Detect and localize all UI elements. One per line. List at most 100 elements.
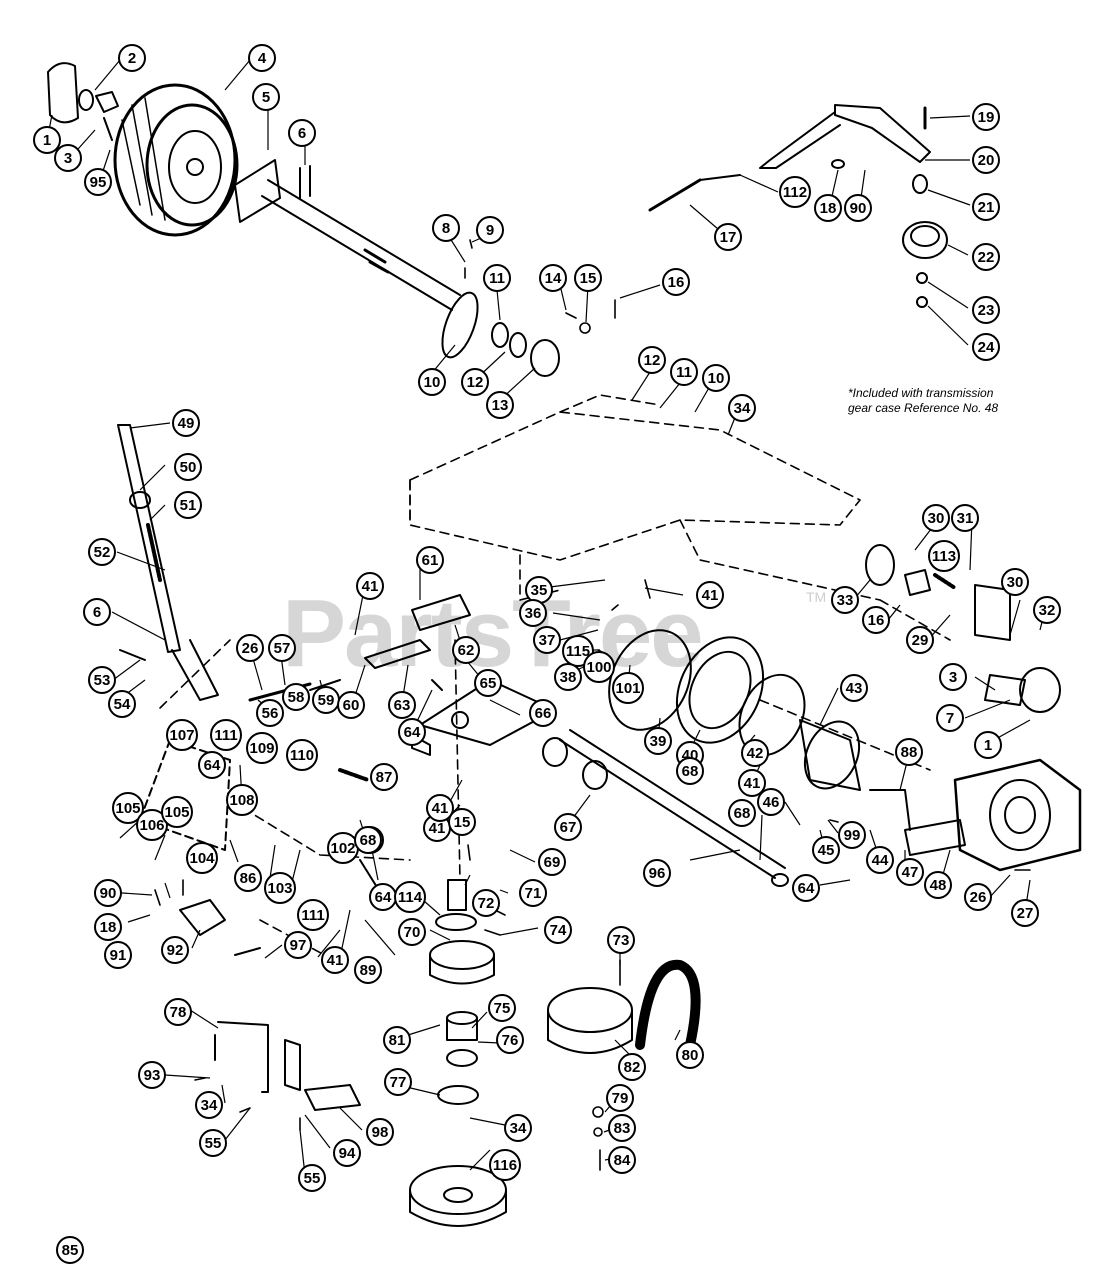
callout-83: 83 <box>608 1114 636 1142</box>
callout-circle <box>496 1026 524 1054</box>
callout-circle <box>896 858 924 886</box>
callout-number: 24 <box>978 339 995 356</box>
callout-86: 86 <box>234 864 262 892</box>
callout-56: 56 <box>256 699 284 727</box>
key <box>95 91 119 113</box>
callout-circle <box>924 871 952 899</box>
callout-circle <box>198 751 226 779</box>
callout-55: 55 <box>298 1164 326 1192</box>
callout-number: 68 <box>360 832 377 849</box>
callout-39: 39 <box>644 727 672 755</box>
callout-circle <box>226 784 258 816</box>
callout-circle <box>757 788 785 816</box>
callout-12: 12 <box>461 368 489 396</box>
callout-12: 12 <box>638 346 666 374</box>
callout-number: 110 <box>290 747 314 764</box>
callout-65: 65 <box>474 669 502 697</box>
callout-107: 107 <box>166 719 198 751</box>
callout-circle <box>489 1149 521 1181</box>
callout-circle <box>831 586 859 614</box>
callout-number: 72 <box>478 895 495 912</box>
callout-circle <box>284 931 312 959</box>
callout-number: 10 <box>708 370 725 387</box>
callout-circle <box>108 690 136 718</box>
callout-116: 116 <box>489 1149 521 1181</box>
callout-circle <box>895 738 923 766</box>
callout-106: 106 <box>136 809 168 841</box>
callout-97: 97 <box>284 931 312 959</box>
callout-number: 21 <box>978 199 995 216</box>
callout-number: 12 <box>644 352 661 369</box>
callout-4: 4 <box>248 44 276 72</box>
callout-circle <box>333 1139 361 1167</box>
callout-105: 105 <box>161 796 193 828</box>
callout-16: 16 <box>662 268 690 296</box>
callout-circle <box>288 119 316 147</box>
callout-number: 11 <box>676 364 692 381</box>
callout-31: 31 <box>951 504 979 532</box>
right-bearing-flange <box>865 544 1061 713</box>
callout-number: 54 <box>114 696 131 713</box>
callout-circle <box>461 368 489 396</box>
callout-number: 1 <box>43 132 51 149</box>
callout-80: 80 <box>676 1041 704 1069</box>
callout-29: 29 <box>906 626 934 654</box>
callout-number: 105 <box>164 804 189 821</box>
callout-34: 34 <box>195 1091 223 1119</box>
callout-circle <box>388 691 416 719</box>
callout-circle <box>844 194 872 222</box>
callout-number: 64 <box>375 889 392 906</box>
callout-circle <box>714 223 742 251</box>
callout-number: 84 <box>614 1152 631 1169</box>
callout-number: 44 <box>872 852 889 869</box>
callout-90: 90 <box>94 879 122 907</box>
callout-number: 104 <box>189 850 215 867</box>
footnote: *Included with transmission gear case Re… <box>848 386 1048 416</box>
callout-30: 30 <box>1001 568 1029 596</box>
callout-number: 113 <box>932 548 956 565</box>
shift-lever <box>117 424 219 701</box>
callout-67: 67 <box>554 813 582 841</box>
callout-circle <box>486 391 514 419</box>
callout-number: 90 <box>100 885 117 902</box>
callout-45: 45 <box>812 836 840 864</box>
bushing <box>78 89 94 111</box>
callout-32: 32 <box>1033 596 1061 624</box>
callout-number: 42 <box>747 745 764 762</box>
callout-number: 60 <box>343 697 360 714</box>
parts-line-art <box>47 62 1082 1227</box>
callout-number: 1 <box>984 737 992 754</box>
callout-number: 111 <box>214 727 237 744</box>
callout-85: 85 <box>56 1236 84 1264</box>
callout-75: 75 <box>488 994 516 1022</box>
callout-35: 35 <box>525 576 553 604</box>
callout-2: 2 <box>118 44 146 72</box>
callout-circle <box>519 599 547 627</box>
callout-circle <box>840 674 868 702</box>
callout-114: 114 <box>394 881 426 913</box>
callout-circle <box>606 1084 634 1112</box>
callout-number: 8 <box>442 220 450 237</box>
callout-number: 41 <box>432 800 449 817</box>
callout-50: 50 <box>174 453 202 481</box>
callout-circle <box>112 792 144 824</box>
callout-93: 93 <box>138 1061 166 1089</box>
callout-number: 73 <box>613 932 630 949</box>
callout-number: 71 <box>525 885 542 902</box>
footnote-line-2: gear case Reference No. 48 <box>848 401 999 415</box>
callout-79: 79 <box>606 1084 634 1112</box>
callout-number: 56 <box>262 705 279 722</box>
callout-81: 81 <box>383 1026 411 1054</box>
callout-72: 72 <box>472 889 500 917</box>
callout-circle <box>199 1129 227 1157</box>
callout-18: 18 <box>814 194 842 222</box>
callout-84: 84 <box>608 1146 636 1174</box>
callout-73: 73 <box>607 926 635 954</box>
watermark-text: PartsTree <box>282 580 702 687</box>
callout-number: 68 <box>734 805 751 822</box>
callout-68: 68 <box>354 826 382 854</box>
callout-111: 111 <box>210 719 242 751</box>
callout-circle <box>366 1118 394 1146</box>
callout-circle <box>974 731 1002 759</box>
callout-circle <box>172 409 200 437</box>
